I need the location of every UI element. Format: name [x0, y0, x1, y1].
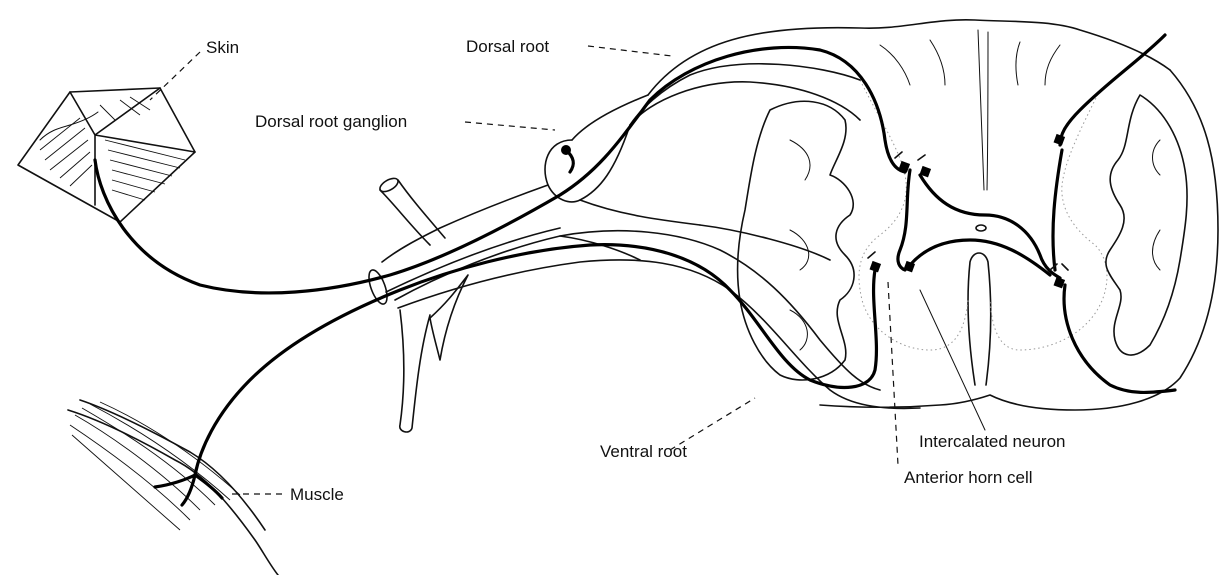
dorsal-median-septum-2: [987, 32, 988, 190]
label-skin: Skin: [206, 38, 239, 57]
label-intercalated-neuron: Intercalated neuron: [919, 432, 1066, 451]
rami-branches: [365, 176, 468, 432]
intercalated-neuron-leader: [920, 290, 985, 430]
spinal-nerve-upper-edge: [382, 185, 548, 262]
spinal-cord-right-edge: [820, 70, 1218, 410]
anterior-horn-cell-leader: [888, 282, 898, 465]
motor-neuron-axon: [195, 245, 876, 475]
sensory-neuron-axon: [95, 47, 905, 292]
dorsal-ramus-upper-edge: [380, 190, 430, 245]
ventral-connection-top: [700, 225, 830, 260]
synapse-3: [870, 261, 882, 273]
label-dorsal-root: Dorsal root: [466, 37, 549, 56]
nerve-roots: [382, 64, 920, 409]
gray-ramus: [430, 275, 468, 360]
ganglion-stem: [566, 150, 573, 172]
dorsal-ramus-cut-end: [378, 176, 400, 195]
dorsal-column-lines: [880, 40, 1060, 85]
intercalated-neuron-left: [898, 170, 910, 270]
ventral-ramus: [400, 310, 430, 432]
intercalated-neuron-cross: [920, 175, 1060, 278]
muscle-outline: [68, 400, 278, 575]
label-anterior-horn-cell: Anterior horn cell: [904, 468, 1033, 487]
intercalated-neuron-lower: [910, 240, 1050, 275]
dorsal-median-septum: [978, 30, 984, 190]
dorsal-root-inner: [630, 64, 860, 125]
right-grey-matter-folds: [1106, 95, 1187, 355]
central-canal: [976, 225, 986, 231]
label-ventral-root: Ventral root: [600, 442, 687, 461]
right-descending-fiber: [1053, 150, 1062, 270]
motor-end-plates: [155, 475, 222, 505]
label-dorsal-root-ganglion: Dorsal root ganglion: [255, 112, 407, 131]
skin-hatching: [40, 97, 185, 200]
ventral-root-inner: [395, 231, 880, 390]
dorsal-root-ganglion-shape: [545, 125, 630, 202]
ventral-median-fissure: [968, 253, 991, 385]
muscle: [68, 400, 278, 575]
right-motor-fiber: [1064, 285, 1175, 392]
dorsal-root-leader: [588, 46, 672, 56]
ganglion-leader: [465, 122, 555, 130]
muscle-fibers: [70, 402, 240, 530]
label-muscle: Muscle: [290, 485, 344, 504]
spinal-cord-section: [648, 20, 1218, 410]
spinal-nerve-junction-top: [580, 200, 700, 225]
labels: Skin Dorsal root Dorsal root ganglion Ve…: [206, 37, 1066, 504]
skin-leader: [150, 52, 200, 100]
dorsal-ramus-lower-edge: [398, 180, 445, 238]
right-ascending-fiber: [1060, 35, 1165, 145]
right-fold-lines: [1153, 140, 1161, 270]
ventral-root-upper: [386, 228, 560, 292]
